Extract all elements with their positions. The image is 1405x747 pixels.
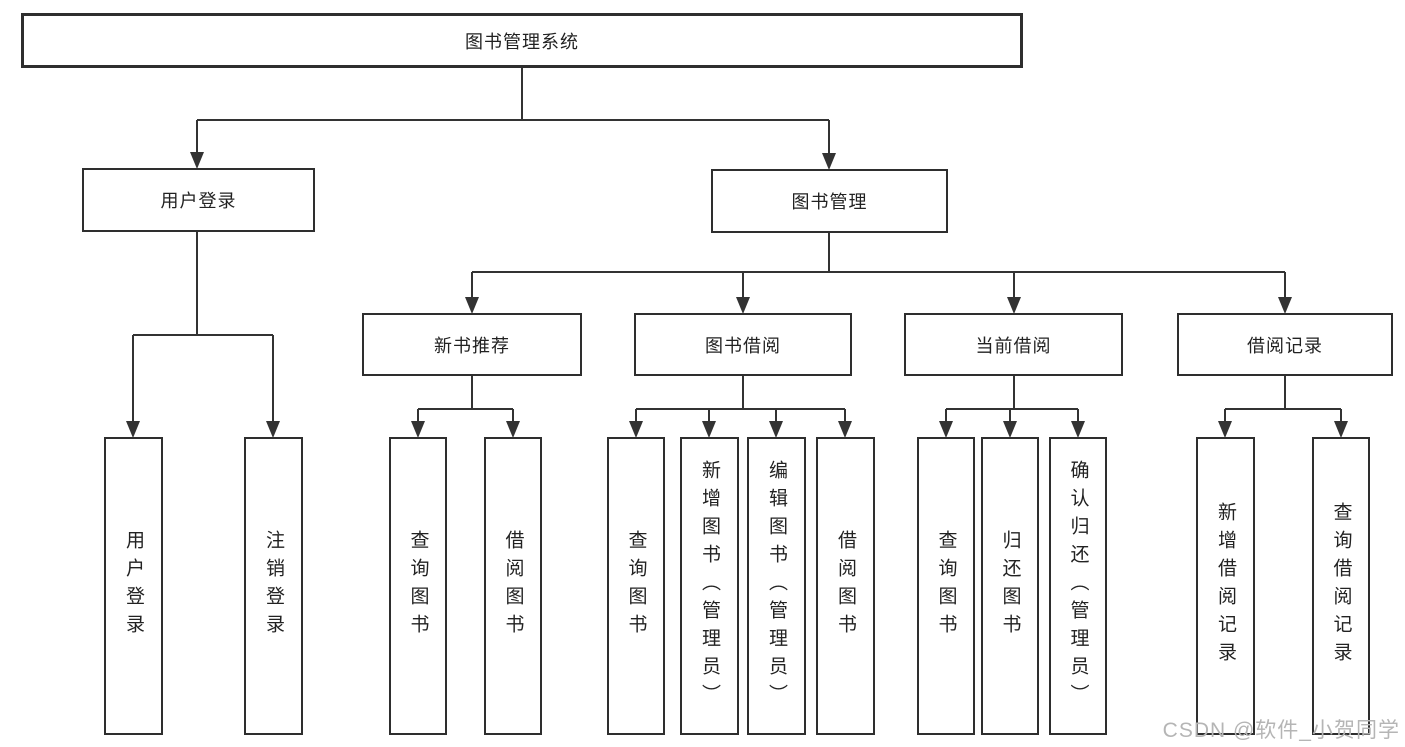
node-label: 图书管理 [791, 192, 868, 212]
node-new-book-recommendation: 新书推荐 [362, 313, 582, 376]
node-label: 新书推荐 [434, 335, 510, 356]
node-label: 用户登录 [123, 530, 144, 642]
node-book-borrowing: 图书借阅 [634, 313, 852, 376]
node-label: 查询图书 [407, 530, 429, 642]
leaf-bb-query-books: 查询图书 [607, 437, 665, 735]
leaf-user-login: 用户登录 [104, 437, 163, 735]
node-label: 借阅记录 [1247, 335, 1323, 356]
node-current-borrowing: 当前借阅 [904, 313, 1123, 376]
node-label: 图书借阅 [705, 335, 781, 356]
node-label: 当前借阅 [975, 335, 1052, 356]
leaf-bb-add-books-admin: 新增图书（管理员） [680, 437, 739, 735]
leaf-br-query-record: 查询借阅记录 [1312, 437, 1370, 735]
leaf-bb-edit-books-admin: 编辑图书（管理员） [747, 437, 806, 735]
node-label: 确认归还（管理员） [1067, 460, 1089, 712]
csdn-watermark: CSDN @软件_小贺同学 [1162, 719, 1400, 742]
leaf-cb-query-books: 查询图书 [917, 437, 975, 735]
node-label: 查询图书 [625, 530, 647, 642]
node-label: 编辑图书（管理员） [766, 460, 787, 712]
node-user-login: 用户登录 [82, 168, 315, 232]
leaf-logout: 注销登录 [244, 437, 303, 735]
node-label: 图书管理系统 [465, 31, 579, 52]
node-label: 新增借阅记录 [1215, 502, 1236, 670]
node-label: 新增图书（管理员） [699, 460, 720, 712]
leaf-rec-query-books: 查询图书 [389, 437, 447, 735]
node-label: 借阅图书 [502, 530, 524, 642]
node-borrowing-records: 借阅记录 [1177, 313, 1393, 376]
leaf-bb-borrow-books: 借阅图书 [816, 437, 875, 735]
node-label: 用户登录 [160, 191, 237, 211]
node-label: 借阅图书 [835, 530, 856, 642]
node-library-management-system: 图书管理系统 [21, 13, 1023, 68]
leaf-rec-borrow-books: 借阅图书 [484, 437, 542, 735]
node-label: 注销登录 [263, 530, 284, 642]
leaf-br-add-record: 新增借阅记录 [1196, 437, 1255, 735]
leaf-cb-return-books: 归还图书 [981, 437, 1039, 735]
node-label: 查询图书 [935, 530, 957, 642]
leaf-cb-confirm-return-admin: 确认归还（管理员） [1049, 437, 1107, 735]
node-book-management: 图书管理 [711, 169, 948, 233]
node-label: 归还图书 [999, 530, 1021, 642]
node-label: 查询借阅记录 [1330, 502, 1352, 670]
